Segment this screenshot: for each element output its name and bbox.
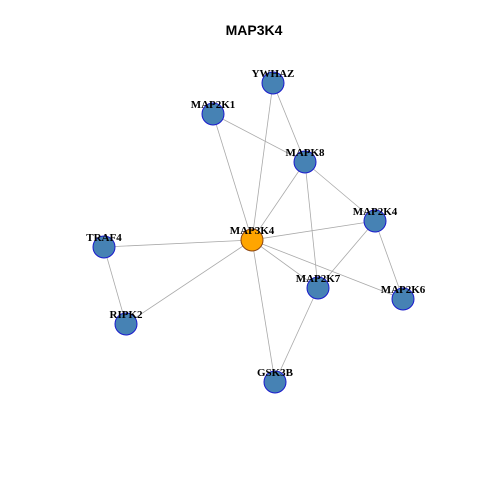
edge-layer	[103, 82, 404, 383]
edge-mapk8-map2k4	[304, 161, 376, 222]
edge-traf4-ripk2	[103, 246, 127, 325]
node-ripk2[interactable]: RIPK2	[110, 309, 144, 336]
node-label-ripk2: RIPK2	[110, 309, 144, 321]
edge-map3k4-gsk3b	[251, 239, 276, 383]
node-label-map2k4: MAP2K4	[353, 206, 398, 218]
node-label-map3k4: MAP3K4	[230, 225, 275, 237]
edge-map3k4-ripk2	[125, 239, 253, 325]
node-map2k1[interactable]: MAP2K1	[191, 99, 236, 126]
node-label-gsk3b: GSK3B	[257, 367, 294, 379]
node-label-mapk8: MAPK8	[285, 147, 325, 159]
node-circle-map2k6[interactable]	[391, 287, 415, 311]
edge-map3k4-map2k4	[251, 220, 376, 241]
node-label-ywhaz: YWHAZ	[252, 68, 295, 80]
node-circle-map2k7[interactable]	[306, 276, 330, 300]
node-circle-ywhaz[interactable]	[261, 71, 285, 95]
node-traf4[interactable]: TRAF4	[86, 232, 122, 259]
edge-map2k7-gsk3b	[274, 287, 319, 383]
node-label-map2k7: MAP2K7	[296, 273, 341, 285]
node-label-map2k6: MAP2K6	[381, 284, 426, 296]
edge-map3k4-map2k6	[251, 239, 404, 300]
node-circle-gsk3b[interactable]	[263, 370, 287, 394]
edge-map2k1-mapk8	[212, 113, 306, 163]
node-map2k4[interactable]: MAP2K4	[353, 206, 398, 233]
node-circle-map2k1[interactable]	[201, 102, 225, 126]
edge-map2k4-map2k6	[374, 220, 404, 300]
node-gsk3b[interactable]: GSK3B	[257, 367, 294, 394]
edge-map3k4-traf4	[103, 239, 253, 248]
edge-map3k4-mapk8	[251, 161, 306, 241]
edge-map3k4-map2k7	[251, 239, 319, 289]
node-map2k6[interactable]: MAP2K6	[381, 284, 426, 311]
node-ywhaz[interactable]: YWHAZ	[252, 68, 295, 95]
node-circle-traf4[interactable]	[92, 235, 116, 259]
edge-map3k4-map2k1	[212, 113, 253, 241]
node-circle-ripk2[interactable]	[114, 312, 138, 336]
edge-mapk8-map2k7	[304, 161, 319, 289]
node-map3k4[interactable]: MAP3K4	[230, 225, 275, 252]
node-label-map2k1: MAP2K1	[191, 99, 236, 111]
node-circle-mapk8[interactable]	[293, 150, 317, 174]
edge-map3k4-ywhaz	[251, 82, 274, 241]
node-mapk8[interactable]: MAPK8	[285, 147, 325, 174]
node-map2k7[interactable]: MAP2K7	[296, 273, 341, 300]
node-label-traf4: TRAF4	[86, 232, 122, 244]
edge-ywhaz-mapk8	[272, 82, 306, 163]
edge-map2k4-map2k7	[317, 220, 376, 289]
node-circle-map2k4[interactable]	[363, 209, 387, 233]
graph-title: MAP3K4	[226, 22, 283, 38]
node-circle-map3k4[interactable]	[240, 228, 264, 252]
